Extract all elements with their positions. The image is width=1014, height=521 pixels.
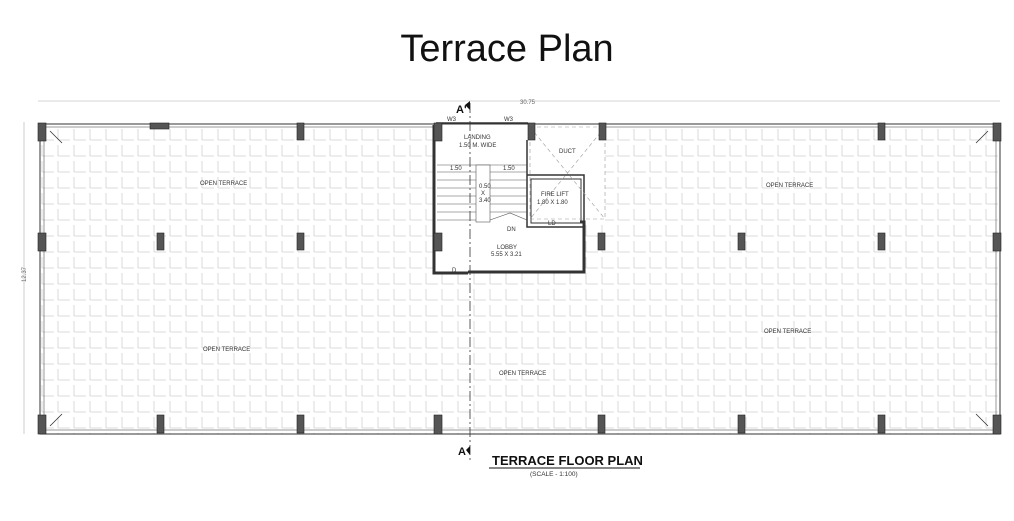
slope-arrow-icons (49, 130, 989, 427)
column (737, 232, 746, 251)
open-terrace-label: OPEN TERRACE (499, 371, 546, 377)
window-label: W3 (447, 117, 457, 123)
landing-label: LANDING (464, 135, 491, 141)
open-terrace-label: OPEN TERRACE (764, 329, 811, 335)
column (149, 122, 170, 130)
lift-door-label: LD (548, 221, 556, 227)
duct-label: DUCT (559, 149, 576, 155)
column (737, 414, 746, 434)
landing-size: 1.50 M. WIDE (459, 143, 496, 149)
section-marker-bottom: A (458, 446, 466, 458)
column (877, 232, 886, 251)
page-title: Terrace Plan (400, 28, 614, 70)
open-terrace-label: OPEN TERRACE (200, 181, 247, 187)
column (527, 122, 536, 141)
column (597, 232, 606, 251)
lobby-size: 5.55 X 3.21 (491, 252, 522, 258)
overall-width-label: 30.75 (520, 100, 536, 106)
column (37, 122, 47, 142)
door-label: D (452, 268, 457, 274)
column (433, 122, 443, 142)
column (992, 122, 1002, 142)
column (433, 232, 443, 252)
overall-depth-label: 12.37 (22, 266, 28, 282)
stair-well-dim: 3.40 (479, 198, 491, 204)
column (156, 414, 165, 434)
section-arrow-icon (465, 101, 470, 110)
duct (529, 126, 606, 220)
dimension-label: 1.50 (503, 166, 515, 172)
column (597, 414, 606, 434)
column (296, 122, 305, 141)
column (877, 122, 886, 141)
dimension-left: 12.37 (22, 122, 28, 434)
stair-well-x: X (481, 191, 485, 197)
column (37, 232, 47, 252)
dimension-top: 30.75 (38, 100, 1000, 106)
down-label: DN (507, 227, 516, 233)
fire-lift-size: 1.80 X 1.80 (537, 200, 568, 206)
open-terrace-label: OPEN TERRACE (203, 347, 250, 353)
window-label: W3 (504, 117, 514, 123)
dimension-label: 1.50 (450, 166, 462, 172)
fire-lift-label: FIRE LIFT (541, 192, 569, 198)
lobby-label: LOBBY (497, 245, 517, 251)
drawing-scale: (SCALE - 1:100) (530, 471, 578, 478)
column (156, 232, 165, 251)
open-terrace-label: OPEN TERRACE (766, 183, 813, 189)
column (598, 122, 607, 141)
column (992, 414, 1002, 435)
columns (37, 122, 1002, 435)
section-marker-top: A' (456, 104, 467, 116)
column (296, 414, 305, 434)
section-arrow-icon (466, 446, 470, 455)
stair-treads (437, 164, 528, 223)
column (992, 232, 1002, 252)
drawing-title: TERRACE FLOOR PLAN (492, 453, 643, 468)
column (37, 414, 47, 435)
stair-core: W3 W3 LANDING 1.50 M. WIDE 1.50 1.50 0.5… (432, 117, 606, 275)
stair-well-dim: 0.50 (479, 184, 491, 190)
column (296, 232, 305, 251)
column (433, 414, 443, 435)
column (877, 414, 886, 434)
